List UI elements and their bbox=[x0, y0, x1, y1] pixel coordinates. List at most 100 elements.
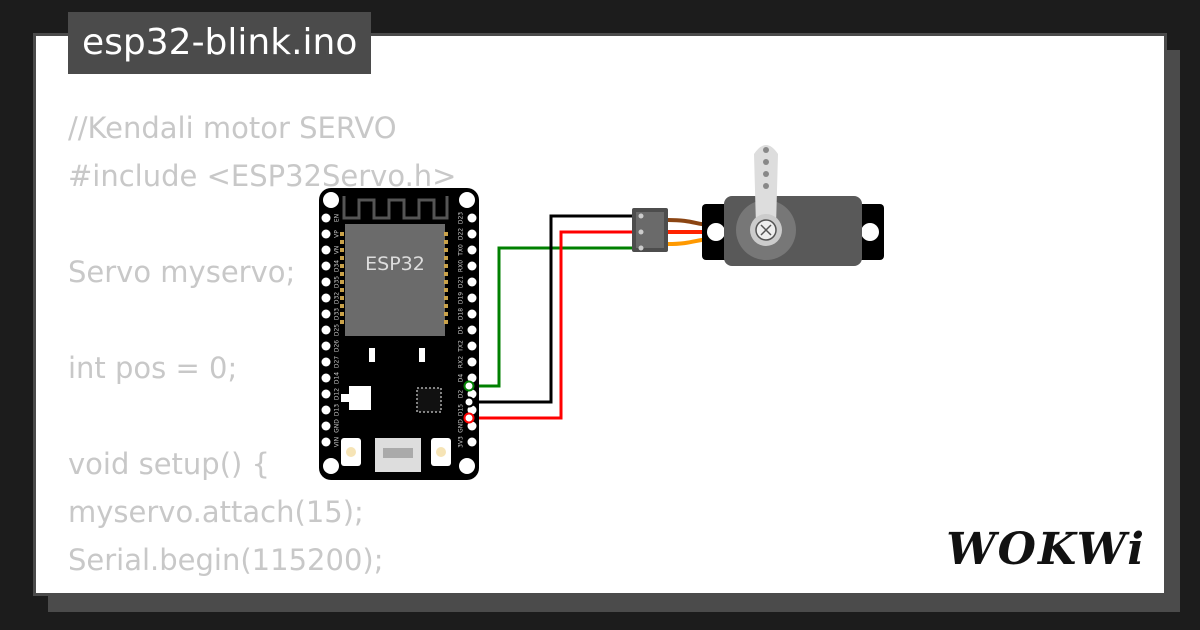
code-preview: //Kendali motor SERVO#include <ESP32Serv… bbox=[68, 104, 568, 593]
header-pin[interactable] bbox=[467, 261, 477, 271]
header-pin[interactable] bbox=[467, 421, 477, 431]
pin-label: TX0 bbox=[458, 244, 465, 257]
pin-gnd-connected bbox=[463, 396, 475, 408]
pin-label: VP bbox=[334, 230, 341, 238]
code-line: int pos = 0; bbox=[68, 351, 238, 385]
header-pin[interactable] bbox=[467, 229, 477, 239]
header-pin[interactable] bbox=[321, 261, 331, 271]
pin-d15-connected bbox=[463, 380, 475, 392]
pin-label: TX2 bbox=[458, 340, 465, 353]
pin-label: VIN bbox=[334, 437, 341, 447]
circuit-diagram: ESP32 ENVPVND34D35D32D33D25D26D27D14D12D… bbox=[319, 145, 884, 480]
pin-label: RX2 bbox=[458, 356, 465, 368]
module-label: ESP32 bbox=[365, 253, 425, 275]
power-wire[interactable] bbox=[479, 230, 634, 420]
servo-mount-hole bbox=[707, 223, 725, 241]
pin-label: D12 bbox=[334, 388, 341, 400]
servo-connector bbox=[632, 208, 668, 252]
pin-label: D15 bbox=[458, 404, 465, 416]
pin-label: D19 bbox=[458, 292, 465, 304]
code-line: myservo.attach(15); bbox=[68, 495, 364, 529]
reset-button-cap bbox=[346, 447, 356, 457]
usb-uart-chip bbox=[416, 387, 442, 413]
pin-label: D5 bbox=[458, 326, 465, 335]
code-line: } bbox=[68, 584, 568, 593]
smd-led bbox=[419, 348, 425, 362]
pin-label: D4 bbox=[458, 374, 465, 383]
pin-label: VN bbox=[334, 246, 341, 255]
header-pin[interactable] bbox=[467, 389, 477, 399]
header-pin[interactable] bbox=[321, 357, 331, 367]
header-pin[interactable] bbox=[467, 245, 477, 255]
module-castellations bbox=[340, 232, 448, 324]
pin-label: GND bbox=[458, 419, 465, 433]
pin-3v3-connected bbox=[463, 412, 475, 424]
header-pin[interactable] bbox=[321, 373, 331, 383]
header-pin[interactable] bbox=[467, 357, 477, 367]
code-line: Serial.begin(115200); bbox=[68, 543, 384, 577]
regulator-tab bbox=[341, 394, 349, 402]
servo-motor[interactable] bbox=[702, 145, 884, 266]
pin-label: D34 bbox=[334, 260, 341, 272]
preview-panel: //Kendali motor SERVO#include <ESP32Serv… bbox=[33, 33, 1167, 596]
pin-label: EN bbox=[334, 214, 341, 222]
signal-wire[interactable] bbox=[479, 246, 634, 388]
header-pin[interactable] bbox=[467, 405, 477, 415]
wokwi-logo: WOKWi bbox=[946, 524, 1146, 575]
header-pin[interactable] bbox=[467, 213, 477, 223]
pin-label: D22 bbox=[458, 228, 465, 240]
antenna-trace bbox=[342, 196, 449, 220]
header-pin[interactable] bbox=[467, 341, 477, 351]
header-pin[interactable] bbox=[467, 373, 477, 383]
left-header: ENVPVND34D35D32D33D25D26D27D14D12D13GNDV… bbox=[321, 213, 341, 447]
header-pin[interactable] bbox=[321, 389, 331, 399]
esp32-board[interactable]: ESP32 ENVPVND34D35D32D33D25D26D27D14D12D… bbox=[319, 188, 479, 480]
header-pin[interactable] bbox=[321, 405, 331, 415]
header-pin[interactable] bbox=[467, 309, 477, 319]
regulator bbox=[349, 386, 371, 410]
esp32-module bbox=[345, 224, 445, 336]
mount-hole bbox=[323, 458, 339, 474]
header-pin[interactable] bbox=[467, 437, 477, 447]
pin-label: D13 bbox=[334, 404, 341, 416]
header-pin[interactable] bbox=[321, 325, 331, 335]
pin-label: GND bbox=[334, 419, 341, 433]
header-pin[interactable] bbox=[467, 293, 477, 303]
code-line: void setup() { bbox=[68, 447, 270, 481]
mount-hole bbox=[323, 192, 339, 208]
pin-label: D18 bbox=[458, 308, 465, 320]
pin-label: D25 bbox=[334, 324, 341, 336]
file-tab[interactable]: esp32-blink.ino bbox=[68, 12, 372, 74]
pin-label: D2 bbox=[458, 390, 465, 399]
boot-button-cap bbox=[436, 447, 446, 457]
header-pin[interactable] bbox=[467, 277, 477, 287]
pin-label: D23 bbox=[458, 212, 465, 224]
smd-led bbox=[369, 348, 375, 362]
pin-label: 3V3 bbox=[458, 436, 465, 448]
header-pin[interactable] bbox=[321, 437, 331, 447]
pin-label: D27 bbox=[334, 356, 341, 368]
pin-label: D14 bbox=[334, 372, 341, 384]
pin-label: D33 bbox=[334, 308, 341, 320]
header-pin[interactable] bbox=[321, 245, 331, 255]
header-pin[interactable] bbox=[321, 341, 331, 351]
pin-label: D35 bbox=[334, 276, 341, 288]
pin-label: RX0 bbox=[458, 260, 465, 272]
usb-opening bbox=[383, 448, 413, 458]
pin-label: D32 bbox=[334, 292, 341, 304]
header-pin[interactable] bbox=[321, 421, 331, 431]
header-pin[interactable] bbox=[467, 325, 477, 335]
pin-label: D21 bbox=[458, 276, 465, 288]
servo-mount-hole bbox=[861, 223, 879, 241]
mount-hole bbox=[459, 458, 475, 474]
ground-wire[interactable] bbox=[479, 214, 634, 404]
header-pin[interactable] bbox=[321, 229, 331, 239]
header-pin[interactable] bbox=[321, 277, 331, 287]
header-pin[interactable] bbox=[321, 309, 331, 319]
header-pin[interactable] bbox=[321, 213, 331, 223]
mount-hole bbox=[459, 192, 475, 208]
code-line: //Kendali motor SERVO bbox=[68, 111, 397, 145]
header-pin[interactable] bbox=[321, 293, 331, 303]
code-line: Servo myservo; bbox=[68, 255, 296, 289]
